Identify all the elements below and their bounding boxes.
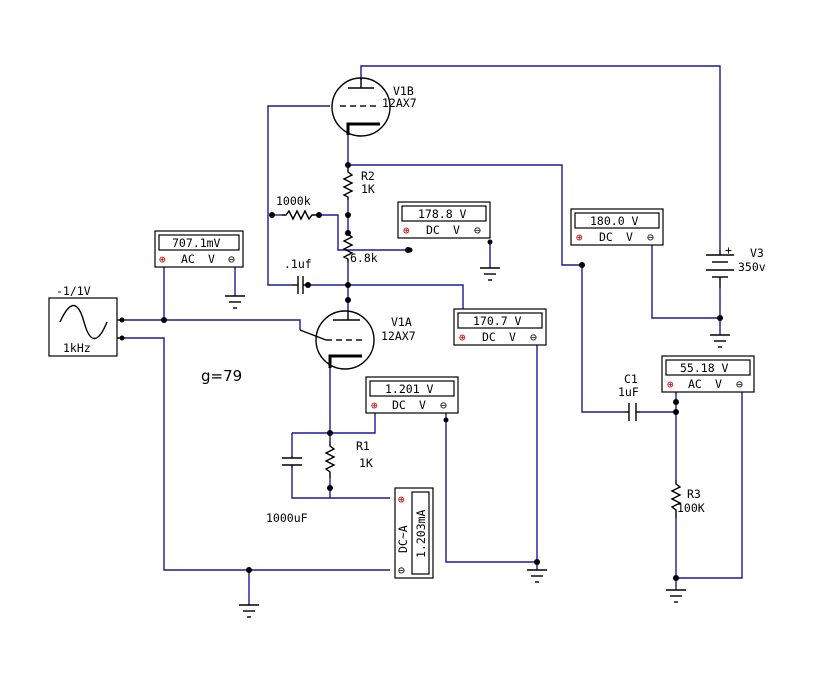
meter-plate-mode: DC bbox=[482, 330, 496, 344]
v1a-type: 12AX7 bbox=[381, 329, 416, 343]
source-frequency: 1kHz bbox=[63, 341, 91, 355]
meter-output-plus: ⊕ bbox=[667, 378, 674, 391]
resistor-rbias[interactable]: 1000k bbox=[276, 194, 316, 221]
resistor-rload[interactable]: 6.8k bbox=[342, 230, 378, 265]
meter-cathode-mode: DC bbox=[392, 398, 406, 412]
meter-supply-unit: V bbox=[626, 230, 633, 244]
c1-value: 1uF bbox=[618, 385, 639, 399]
v1b-ref: V1B bbox=[393, 84, 414, 98]
meter-cathode-dc[interactable]: 1.201 V ⊕ DC V ⊖ bbox=[365, 376, 459, 414]
meter-plate-minus: ⊖ bbox=[530, 330, 537, 344]
resistor-r1[interactable]: R1 1K bbox=[324, 439, 373, 478]
wires bbox=[122, 65, 743, 605]
meter-supply-mode: DC bbox=[599, 230, 613, 244]
meter-output-unit: V bbox=[715, 377, 722, 391]
ground-supply bbox=[710, 334, 730, 348]
r2-value: 1K bbox=[361, 182, 375, 196]
meter-input-ac[interactable]: 707.1mV ⊕ AC V ⊖ bbox=[154, 230, 244, 268]
meter-input-minus: ⊖ bbox=[228, 252, 235, 266]
meter-supply-reading: 180.0 V bbox=[590, 214, 639, 228]
meter-input-mode: AC bbox=[181, 252, 195, 266]
v3-plus: + bbox=[725, 243, 732, 257]
source-amplitude: -1/1V bbox=[56, 284, 91, 298]
rbias-value: 1000k bbox=[276, 194, 311, 208]
r2-ref: R2 bbox=[361, 169, 375, 183]
tube-v1b[interactable]: V1B 12AX7 bbox=[331, 77, 417, 137]
meter-input-unit: V bbox=[208, 252, 215, 266]
meter-output-reading: 55.18 V bbox=[680, 361, 729, 375]
meter-plate-reading: 170.7 V bbox=[473, 314, 522, 328]
v3-value: 350v bbox=[738, 260, 766, 274]
r3-value: 100K bbox=[677, 501, 705, 515]
resistor-r3[interactable]: R3 100K bbox=[670, 480, 705, 518]
meter-cathode-plus: ⊕ bbox=[371, 399, 378, 412]
cbypass-value: 1000uF bbox=[266, 511, 308, 525]
meter-supply-minus: ⊖ bbox=[647, 230, 654, 244]
r3-ref: R3 bbox=[687, 487, 701, 501]
meter-node-minus: ⊖ bbox=[474, 223, 481, 237]
meter-cathode-reading: 1.201 V bbox=[385, 382, 434, 396]
capacitor-c1[interactable]: C1 1uF bbox=[618, 372, 640, 421]
v1b-type: 12AX7 bbox=[382, 96, 417, 110]
meter-cathode-current[interactable]: ⊕ ⊖ DC~A 1.203mA bbox=[394, 487, 434, 579]
ground-input-meter bbox=[225, 295, 245, 309]
ammeter-mode: DC~A bbox=[396, 525, 410, 553]
meter-node-mode: DC bbox=[426, 223, 440, 237]
meter-output-mode: AC bbox=[688, 377, 702, 391]
capacitor-cgrid[interactable]: .1uf bbox=[284, 257, 312, 294]
meter-node-plus: ⊕ bbox=[403, 224, 410, 237]
meter-node-reading: 178.8 V bbox=[418, 207, 467, 221]
ground-symbols bbox=[225, 267, 730, 618]
tube-v1a[interactable]: V1A 12AX7 bbox=[299, 310, 416, 370]
meter-node-unit: V bbox=[453, 223, 460, 237]
c1-ref: C1 bbox=[624, 372, 638, 386]
ground-output bbox=[666, 589, 686, 603]
ammeter-minus: ⊖ bbox=[398, 563, 405, 577]
ground-main bbox=[239, 604, 259, 618]
ground-node-meter bbox=[480, 267, 500, 281]
meter-output-minus: ⊖ bbox=[736, 377, 743, 391]
r1-ref: R1 bbox=[356, 439, 370, 453]
meter-supply-plus: ⊕ bbox=[576, 231, 583, 244]
ammeter-reading: 1.203mA bbox=[414, 509, 428, 558]
meter-input-plus: ⊕ bbox=[159, 253, 166, 266]
r1-value: 1K bbox=[359, 456, 373, 470]
rload-value: 6.8k bbox=[350, 251, 378, 265]
cgrid-value: .1uf bbox=[284, 257, 312, 271]
meter-cathode-unit: V bbox=[419, 398, 426, 412]
meter-plate-dc[interactable]: 170.7 V ⊕ DC V ⊖ bbox=[453, 308, 547, 346]
meter-cathode-minus: ⊖ bbox=[440, 398, 447, 412]
meter-supply-dc[interactable]: 180.0 V ⊕ DC V ⊖ bbox=[570, 208, 664, 246]
signal-source[interactable]: -1/1V 1kHz bbox=[48, 284, 122, 357]
ground-plate-meter bbox=[527, 569, 547, 583]
v1a-ref: V1A bbox=[391, 315, 412, 329]
gain-note: g=79 bbox=[201, 367, 242, 385]
meter-node-dc[interactable]: 178.8 V ⊕ DC V ⊖ bbox=[397, 201, 491, 239]
meter-plate-unit: V bbox=[509, 330, 516, 344]
meter-plate-plus: ⊕ bbox=[459, 331, 466, 344]
meter-output-ac[interactable]: 55.18 V ⊕ AC V ⊖ bbox=[661, 355, 755, 393]
resistor-r2[interactable]: R2 1K bbox=[342, 168, 375, 200]
capacitor-cbypass[interactable]: 1000uF bbox=[266, 456, 308, 525]
ammeter-plus: ⊕ bbox=[398, 493, 405, 506]
meter-input-reading: 707.1mV bbox=[172, 236, 221, 250]
battery-v3[interactable]: + V3 350v bbox=[706, 243, 766, 288]
v3-ref: V3 bbox=[750, 246, 764, 260]
